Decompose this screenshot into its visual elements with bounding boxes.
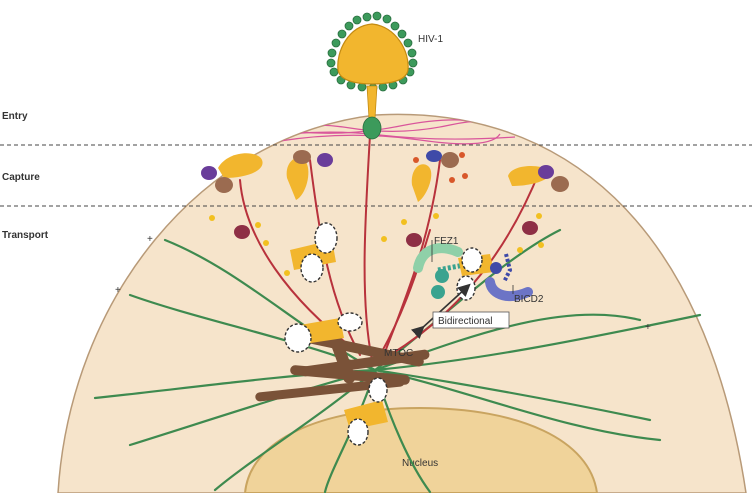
bicd2-label: BICD2: [514, 294, 544, 305]
capsid-center-left: [286, 150, 333, 200]
transport-capsid-lower: [284, 312, 363, 353]
plus-end-marker-2: +: [115, 285, 121, 296]
transport-capsid-bottom: [344, 377, 388, 446]
mtoc-label: MTOC: [384, 348, 413, 359]
stage-label-capture: Capture: [2, 172, 40, 183]
capsid-left: [201, 153, 263, 193]
plus-end-marker-1: +: [147, 234, 153, 245]
plus-end-marker-3: +: [645, 322, 651, 333]
transport-nodes: [234, 221, 538, 247]
nucleus-label: Nucleus: [402, 458, 438, 469]
cytoplasmic-particles: [209, 152, 544, 276]
transport-capsid-upper: [290, 222, 338, 283]
cell-cytoplasm: [57, 113, 747, 493]
fez1-label: FEZ1: [434, 236, 459, 247]
bidirectional-box: [432, 311, 510, 329]
mtoc: [255, 326, 430, 402]
stage-label-entry: Entry: [2, 111, 28, 122]
capsid-center-right: [411, 150, 459, 202]
stage-label-transport: Transport: [2, 230, 49, 241]
bidirectional-label: Bidirectional: [438, 316, 492, 327]
hiv-1-label: HIV-1: [418, 34, 443, 45]
bidirectional-arrow: [410, 283, 471, 340]
capsid-right: [508, 165, 569, 192]
hiv-1-virion: [326, 11, 418, 140]
